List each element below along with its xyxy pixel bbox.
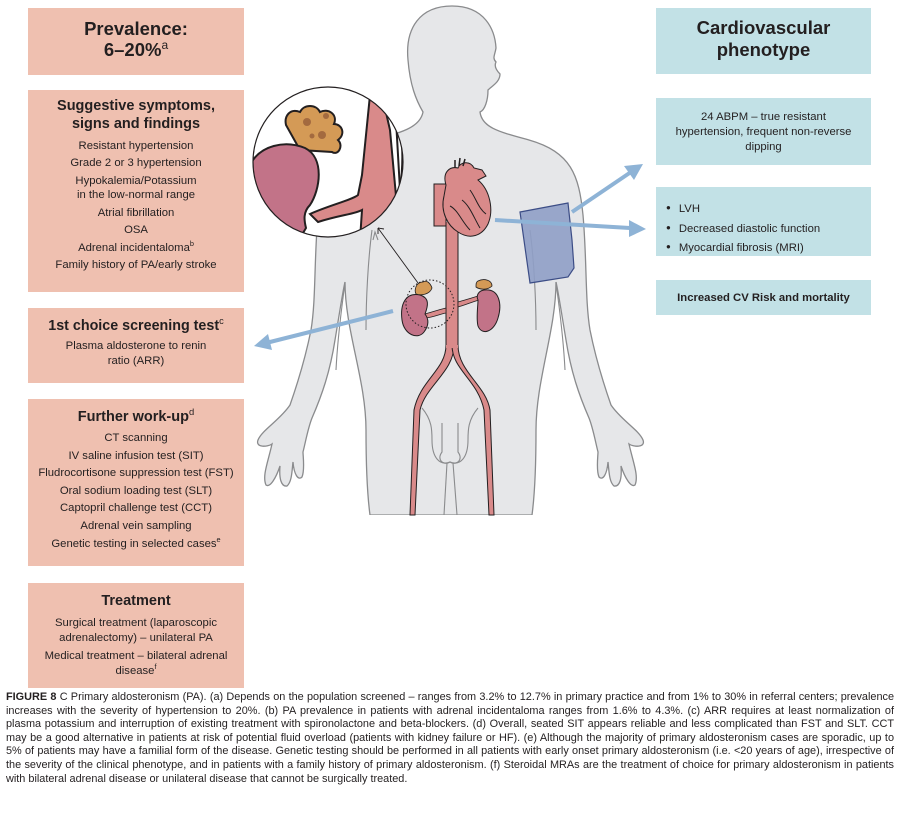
cv-risk-text: Increased CV Risk and mortality xyxy=(677,292,850,304)
arrows xyxy=(254,164,646,350)
highlight-circle xyxy=(405,279,455,329)
list-item: Plasma aldosterone to renin ratio (ARR) xyxy=(65,340,207,367)
symptoms-list: Resistant hypertension Grade 2 or 3 hype… xyxy=(28,138,244,274)
list-item: Adrenal vein sampling xyxy=(80,519,192,532)
abpm-text: 24 ABPM – true resistant hypertension, f… xyxy=(675,111,852,153)
cv-risk-box: Increased CV Risk and mortality xyxy=(656,280,871,315)
footnote-a: a xyxy=(161,37,169,52)
blood-pressure-cuff xyxy=(519,202,575,284)
body-outline xyxy=(256,5,645,515)
list-item: Fludrocortisone suppression test (FST) xyxy=(38,467,234,480)
treatment-list: Surgical treatment (laparoscopic adrenal… xyxy=(28,616,244,678)
list-item: Genetic testing in selected casese xyxy=(51,534,221,550)
symptoms-title: Suggestive symptoms, signs and findings xyxy=(57,98,215,132)
screening-title: 1st choice screening testc xyxy=(48,316,224,334)
aorta xyxy=(409,222,495,516)
treatment-title: Treatment xyxy=(101,593,171,609)
list-item: Atrial fibrillation xyxy=(97,206,175,219)
further-workup-list: CT scanning IV saline infusion test (SIT… xyxy=(28,430,244,553)
kidney-right xyxy=(475,279,501,333)
list-item: Resistant hypertension xyxy=(78,140,194,152)
caption-text: C Primary aldosteronism (PA). (a) Depend… xyxy=(6,691,894,785)
footnote-c: c xyxy=(219,316,224,327)
groin-outline xyxy=(421,407,479,515)
prevalence-box: Prevalence: 6–20%a xyxy=(28,8,244,75)
list-item: OSA xyxy=(124,224,148,237)
list-item: Hypokalemia/Potassium in the low-normal … xyxy=(75,174,197,202)
footnote-b: b xyxy=(189,238,194,248)
inset-pointer xyxy=(377,227,419,284)
bullet-item: LVH xyxy=(666,199,871,219)
arrow-to-screening xyxy=(254,309,394,350)
arrow-to-abpm xyxy=(570,164,643,214)
footnote-f: f xyxy=(154,662,157,672)
prevalence-title: Prevalence: 6–20%a xyxy=(84,18,188,60)
list-item: Captopril challenge test (CCT) xyxy=(60,502,212,515)
kidney-left xyxy=(401,280,433,337)
magnified-adrenal-inset xyxy=(252,86,404,238)
cardiovascular-phenotype-box: Cardiovascular phenotype xyxy=(656,8,871,74)
list-item: Surgical treatment (laparoscopic adrenal… xyxy=(55,617,217,644)
bullet-item: Decreased diastolic function xyxy=(666,219,871,239)
list-item: Family history of PA/early stroke xyxy=(55,259,217,272)
adrenal-right xyxy=(475,279,493,290)
footnote-d: d xyxy=(188,406,195,418)
further-workup-box: Further work-upd CT scanning IV saline i… xyxy=(28,399,244,566)
list-item: Grade 2 or 3 hypertension xyxy=(70,157,202,170)
footnote-e: e xyxy=(216,534,221,544)
bullet-item: Myocardial fibrosis (MRI) xyxy=(666,238,871,258)
abpm-box: 24 ABPM – true resistant hypertension, f… xyxy=(656,98,871,165)
arrow-to-cardiac xyxy=(494,218,646,237)
list-item: Oral sodium loading test (SLT) xyxy=(59,484,213,497)
treatment-box: Treatment Surgical treatment (laparoscop… xyxy=(28,583,244,688)
list-item: CT scanning xyxy=(104,432,168,444)
figure-label: FIGURE 8 xyxy=(6,691,57,703)
list-item: IV saline infusion test (SIT) xyxy=(68,449,204,462)
cardiac-findings-list: LVH Decreased diastolic function Myocard… xyxy=(666,199,871,258)
further-workup-title: Further work-upd xyxy=(77,406,195,425)
body-silhouette xyxy=(256,5,645,515)
heart xyxy=(433,157,492,237)
phenotype-title: Cardiovascular phenotype xyxy=(696,17,831,60)
cardiac-findings-box: LVH Decreased diastolic function Myocard… xyxy=(656,187,871,256)
screening-box: 1st choice screening testc Plasma aldost… xyxy=(28,308,244,383)
list-item: Adrenal incidentalomab xyxy=(78,238,194,254)
symptoms-box: Suggestive symptoms, signs and findings … xyxy=(28,90,244,292)
list-item: Medical treatment – bilateral adrenal di… xyxy=(44,650,228,677)
figure-caption: FIGURE 8 C Primary aldosteronism (PA). (… xyxy=(6,691,894,786)
adrenal-left xyxy=(414,280,433,296)
screening-list: Plasma aldosterone to renin ratio (ARR) xyxy=(28,339,244,368)
